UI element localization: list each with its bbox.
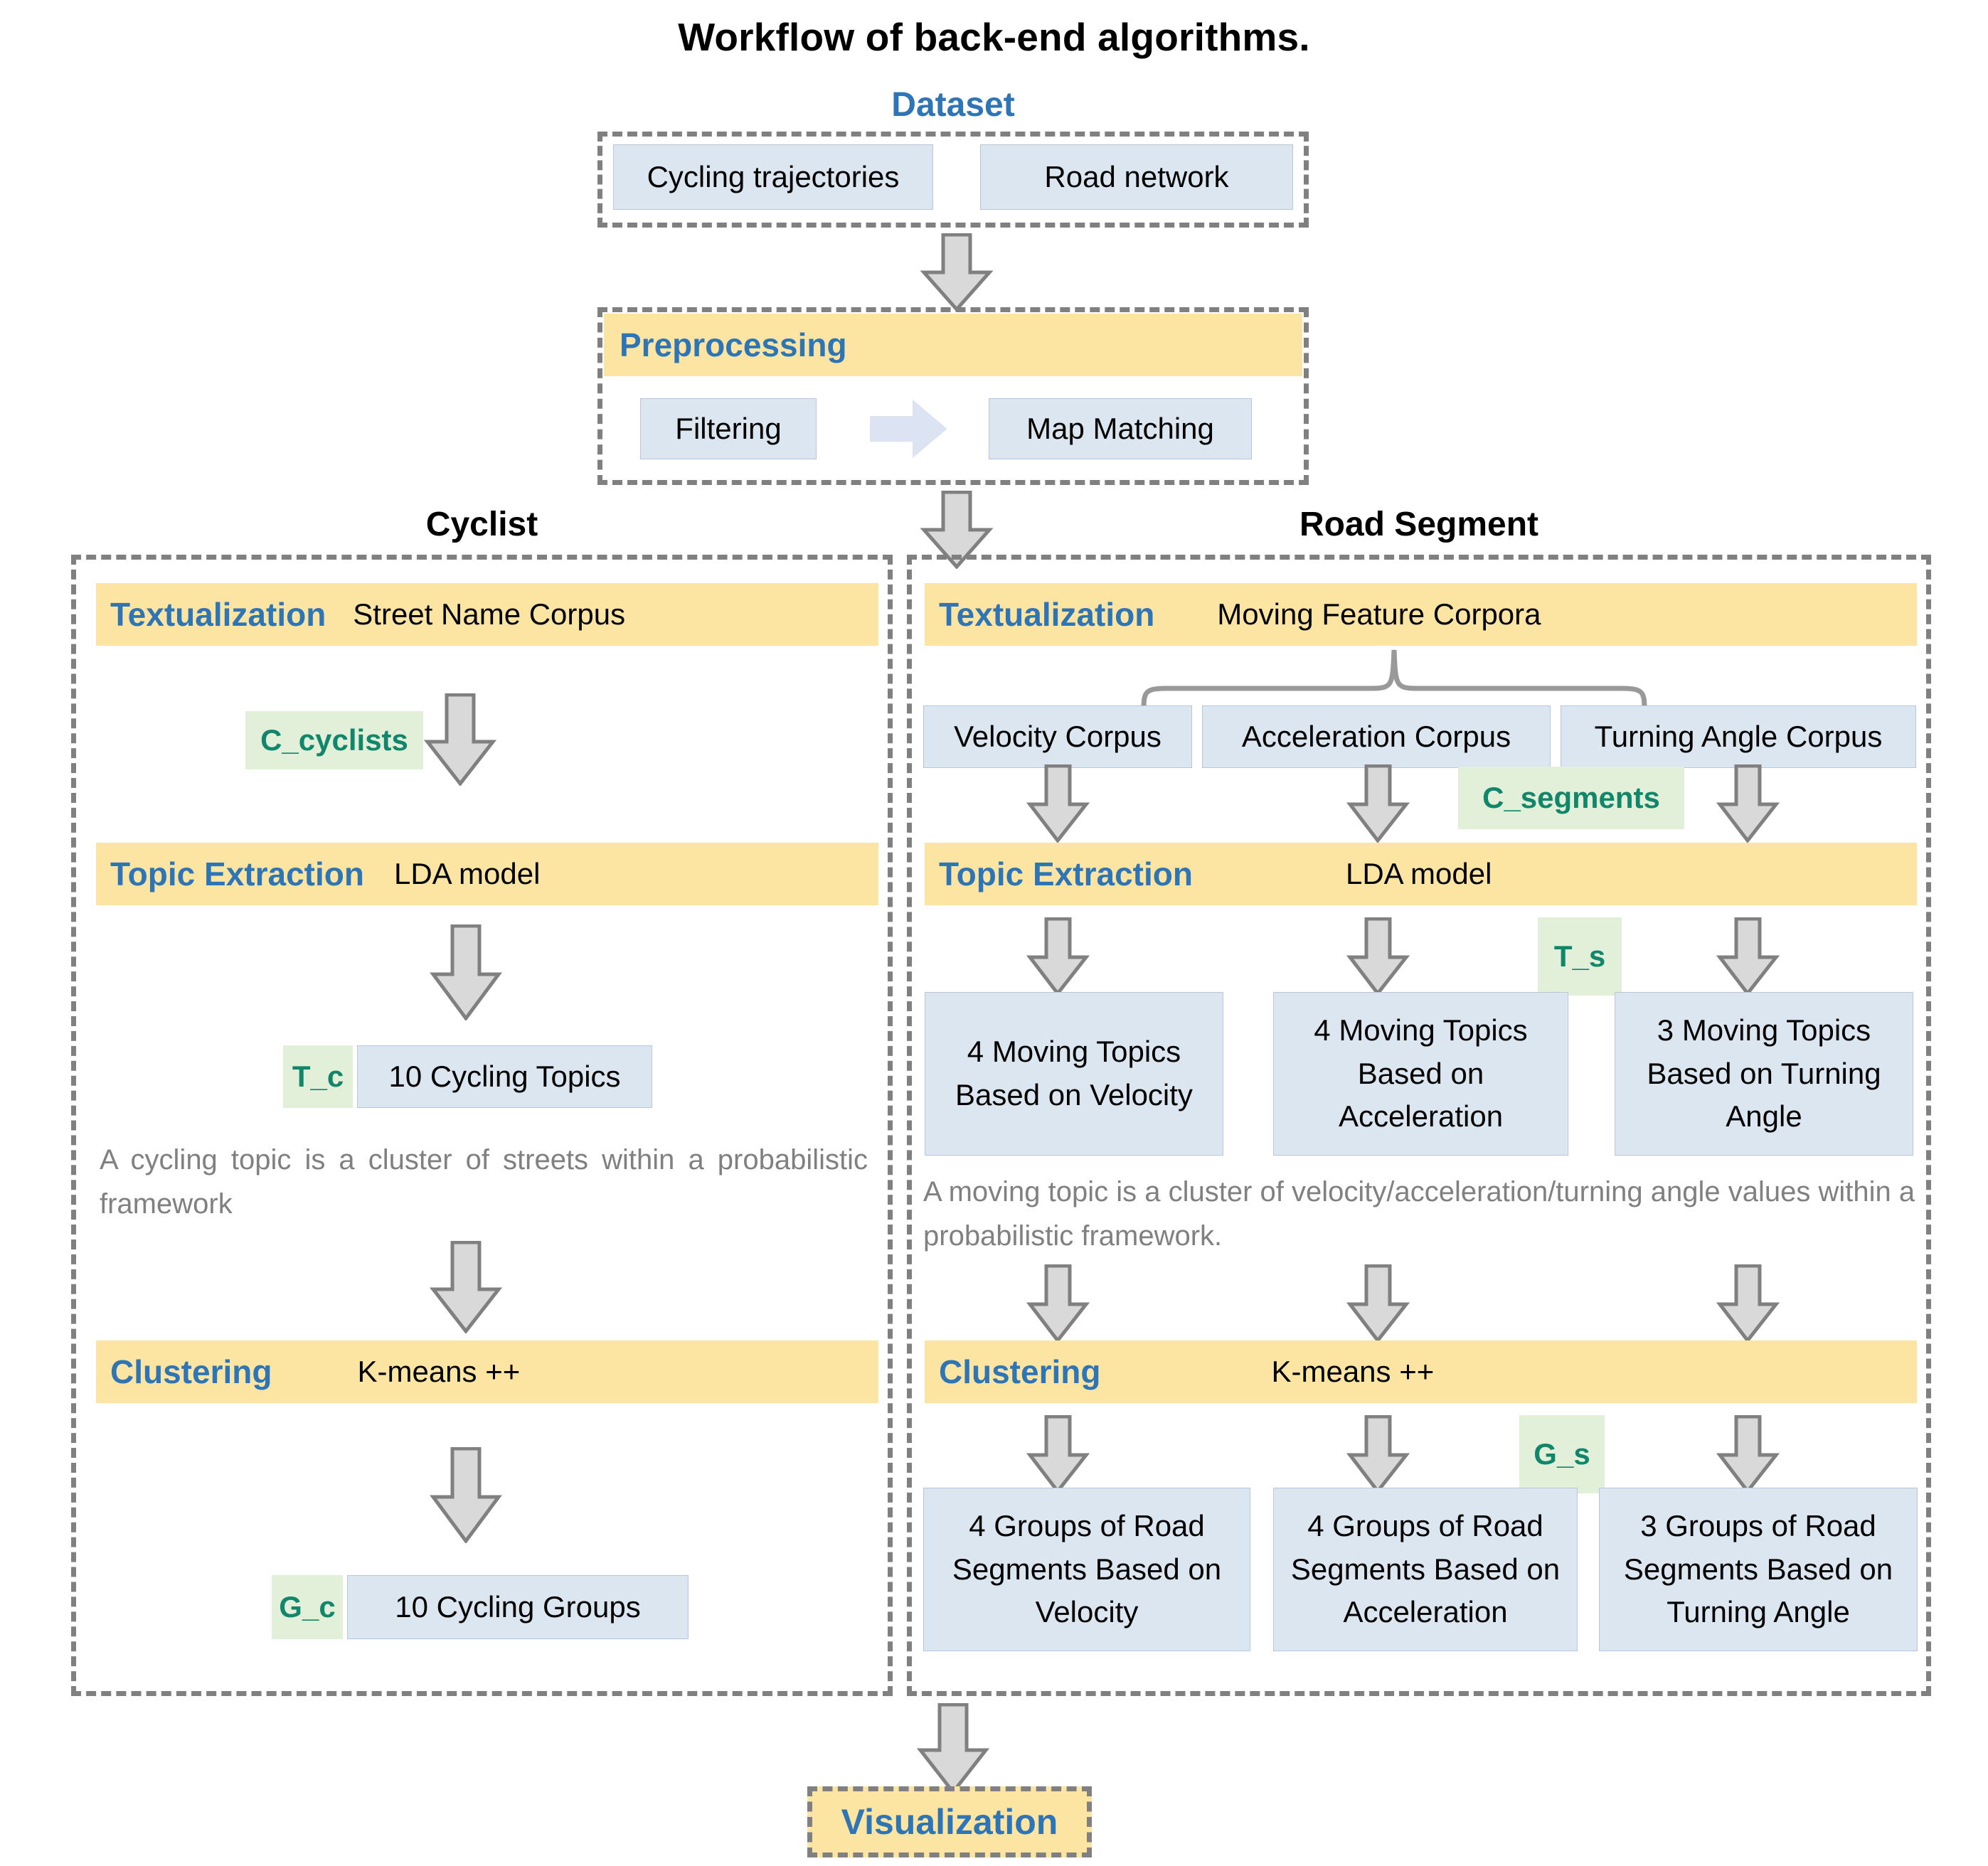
dataset-item-cycling-trajectories[interactable]: Cycling trajectories <box>613 144 933 210</box>
segment-group-result-velocity[interactable]: 4 Groups of Road Segments Based on Veloc… <box>923 1488 1250 1651</box>
segment-group-result-turning-angle[interactable]: 3 Groups of Road Segments Based on Turni… <box>1599 1488 1918 1651</box>
preprocessing-step-filtering[interactable]: Filtering <box>640 398 817 459</box>
down-arrow-icon <box>1344 764 1412 843</box>
segment-topic-extraction-label: Topic Extraction <box>939 855 1193 892</box>
down-arrow-icon <box>1344 1415 1412 1493</box>
dataset-panel <box>597 132 1309 228</box>
segment-corpus-turning-angle[interactable]: Turning Angle Corpus <box>1561 705 1916 768</box>
down-arrow-icon <box>427 924 505 1020</box>
segment-textualization-bar: Textualization Moving Feature Corpora <box>925 583 1917 646</box>
road-segment-column-title: Road Segment <box>1299 506 1539 543</box>
down-arrow-icon <box>427 1447 505 1543</box>
cyclist-panel <box>71 555 893 1696</box>
badge-t-s: T_s <box>1538 917 1622 996</box>
segment-corpus-acceleration[interactable]: Acceleration Corpus <box>1202 705 1551 768</box>
down-arrow-icon <box>1714 1264 1782 1343</box>
segment-group-result-acceleration[interactable]: 4 Groups of Road Segments Based on Accel… <box>1273 1488 1578 1651</box>
down-arrow-icon <box>421 693 499 786</box>
cyclist-clustering-bar: Clustering K-means ++ <box>96 1340 878 1403</box>
cyclist-topic-extraction-label: Topic Extraction <box>110 855 364 892</box>
dataset-title: Dataset <box>891 86 1015 124</box>
badge-c-segments: C_segments <box>1458 767 1684 829</box>
segment-note: A moving topic is a cluster of velocity/… <box>923 1176 1915 1252</box>
cyclist-topic-result[interactable]: 10 Cycling Topics <box>357 1045 652 1108</box>
segment-clustering-value: K-means ++ <box>1271 1355 1435 1388</box>
segment-clustering-label: Clustering <box>939 1353 1101 1390</box>
road-segment-panel <box>907 555 1931 1696</box>
cyclist-topic-extraction-bar: Topic Extraction LDA model <box>96 843 878 905</box>
cyclist-topic-extraction-value: LDA model <box>393 857 541 890</box>
down-arrow-icon <box>1714 1415 1782 1493</box>
segment-topic-extraction-bar: Topic Extraction LDA model <box>925 843 1917 905</box>
segment-clustering-bar: Clustering K-means ++ <box>925 1340 1917 1403</box>
cyclist-textualization-label: Textualization <box>110 596 326 633</box>
cyclist-textualization-bar: Textualization Street Name Corpus <box>96 583 878 646</box>
down-arrow-icon <box>1714 917 1782 996</box>
segment-corpus-velocity[interactable]: Velocity Corpus <box>923 705 1192 768</box>
cyclist-note: A cycling topic is a cluster of streets … <box>100 1144 868 1220</box>
down-arrow-icon <box>1024 1264 1092 1343</box>
badge-g-s: G_s <box>1519 1415 1605 1493</box>
badge-c-cyclists: C_cyclists <box>245 711 423 769</box>
segment-topic-extraction-value: LDA model <box>1345 857 1492 890</box>
right-arrow-icon <box>869 400 947 458</box>
cyclist-group-result[interactable]: 10 Cycling Groups <box>347 1575 689 1639</box>
preprocessing-step-map-matching[interactable]: Map Matching <box>989 398 1252 459</box>
segment-textualization-value: Moving Feature Corpora <box>1217 597 1541 631</box>
cyclist-textualization-value: Street Name Corpus <box>353 597 626 631</box>
segment-textualization-label: Textualization <box>939 596 1155 633</box>
preprocessing-header: Preprocessing <box>604 314 1302 376</box>
down-arrow-icon <box>1714 764 1782 843</box>
dataset-item-road-network[interactable]: Road network <box>980 144 1293 210</box>
cyclist-clustering-value: K-means ++ <box>357 1355 521 1388</box>
down-arrow-icon <box>918 233 996 311</box>
down-arrow-icon <box>427 1241 505 1333</box>
badge-g-c: G_c <box>272 1575 343 1639</box>
segment-topic-result-acceleration[interactable]: 4 Moving Topics Based on Acceleration <box>1273 992 1568 1156</box>
down-arrow-icon <box>1344 1264 1412 1343</box>
down-arrow-icon <box>1024 917 1092 996</box>
curly-brace-icon <box>1138 646 1650 715</box>
down-arrow-icon <box>918 491 996 569</box>
cyclist-column-title: Cyclist <box>425 506 538 543</box>
segment-topic-result-velocity[interactable]: 4 Moving Topics Based on Velocity <box>925 992 1223 1156</box>
page-title: Workflow of back-end algorithms. <box>678 15 1310 59</box>
down-arrow-icon <box>1344 917 1412 996</box>
down-arrow-icon <box>1024 764 1092 843</box>
cyclist-clustering-label: Clustering <box>110 1353 272 1390</box>
visualization-box[interactable]: Visualization <box>807 1786 1092 1857</box>
down-arrow-icon <box>914 1703 992 1794</box>
badge-t-c: T_c <box>283 1045 353 1108</box>
preprocessing-panel <box>597 307 1309 485</box>
down-arrow-icon <box>1024 1415 1092 1493</box>
segment-topic-result-turning-angle[interactable]: 3 Moving Topics Based on Turning Angle <box>1615 992 1913 1156</box>
preprocessing-label: Preprocessing <box>620 326 847 363</box>
